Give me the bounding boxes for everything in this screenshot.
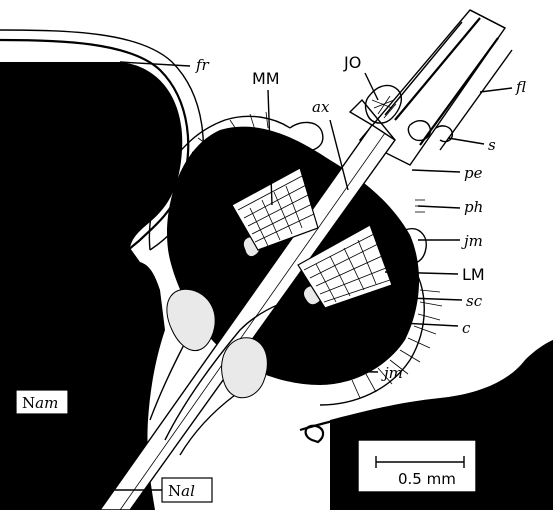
label-sc: sc <box>466 292 483 310</box>
label-jm-upper: jm <box>461 232 483 250</box>
label-s: s <box>488 136 496 154</box>
label-ph: ph <box>464 198 483 216</box>
label-nal-box: Nal <box>162 478 212 502</box>
label-ax: ax <box>312 98 330 116</box>
svg-text:Nam: Nam <box>22 394 58 412</box>
label-fr: fr <box>195 56 210 74</box>
scale-bar: 0.5 mm <box>358 440 476 492</box>
label-nam-box: Nam <box>16 390 68 414</box>
label-jo: JO <box>343 53 361 72</box>
label-c: c <box>462 319 471 337</box>
label-fl: fl <box>515 78 526 96</box>
label-lm: LM <box>462 265 485 284</box>
label-jm-lower: jm <box>381 364 403 382</box>
scale-bar-label: 0.5 mm <box>398 470 456 488</box>
label-pe: pe <box>464 164 483 182</box>
label-mm: MM <box>252 69 280 88</box>
svg-text:Nal: Nal <box>168 482 195 500</box>
